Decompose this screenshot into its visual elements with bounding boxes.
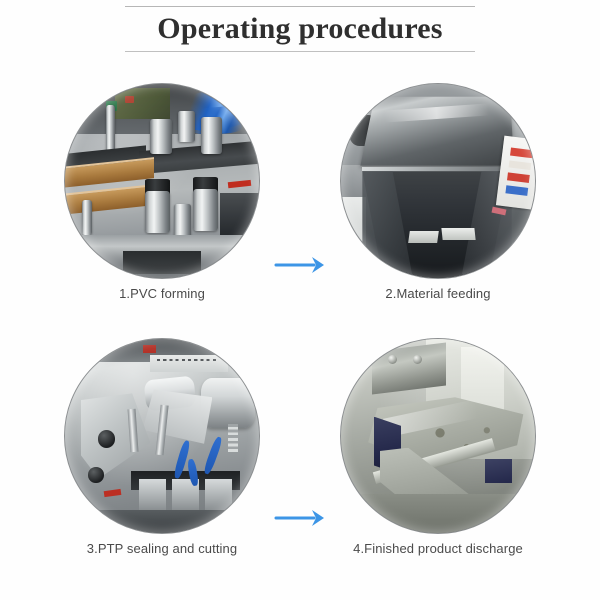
flow-arrow-1-icon	[272, 253, 328, 277]
step-1-caption: 1.PVC forming	[119, 286, 205, 301]
step-4-caption: 4.Finished product discharge	[353, 541, 523, 556]
page-title: Operating procedures	[157, 12, 443, 45]
title-rule-top	[125, 6, 475, 7]
step-3-caption: 3.PTP sealing and cutting	[86, 541, 238, 556]
procedure-step-1: 1.PVC forming	[42, 78, 282, 328]
procedure-steps-grid: 1.PVC forming	[0, 78, 600, 598]
flow-arrow-2-icon	[272, 506, 328, 530]
procedure-step-3: 3.PTP sealing and cutting	[42, 333, 282, 583]
step-2-caption: 2.Material feeding	[385, 286, 491, 301]
finished-product-discharge-photo	[340, 338, 536, 534]
page-header: Operating procedures	[125, 6, 475, 52]
procedure-step-4: 4.Finished product discharge	[318, 333, 558, 583]
finished-product-discharge-photo-frame	[340, 338, 536, 534]
ptp-sealing-cutting-photo-frame	[64, 338, 260, 534]
material-feeding-hopper-photo-frame	[340, 83, 536, 279]
material-feeding-hopper-photo	[340, 83, 536, 279]
pvc-forming-station-photo	[64, 83, 260, 279]
procedure-step-2: 2.Material feeding	[318, 78, 558, 328]
ptp-sealing-cutting-photo	[64, 338, 260, 534]
pvc-forming-station-photo-frame	[64, 83, 260, 279]
title-rule-bottom	[125, 51, 475, 52]
